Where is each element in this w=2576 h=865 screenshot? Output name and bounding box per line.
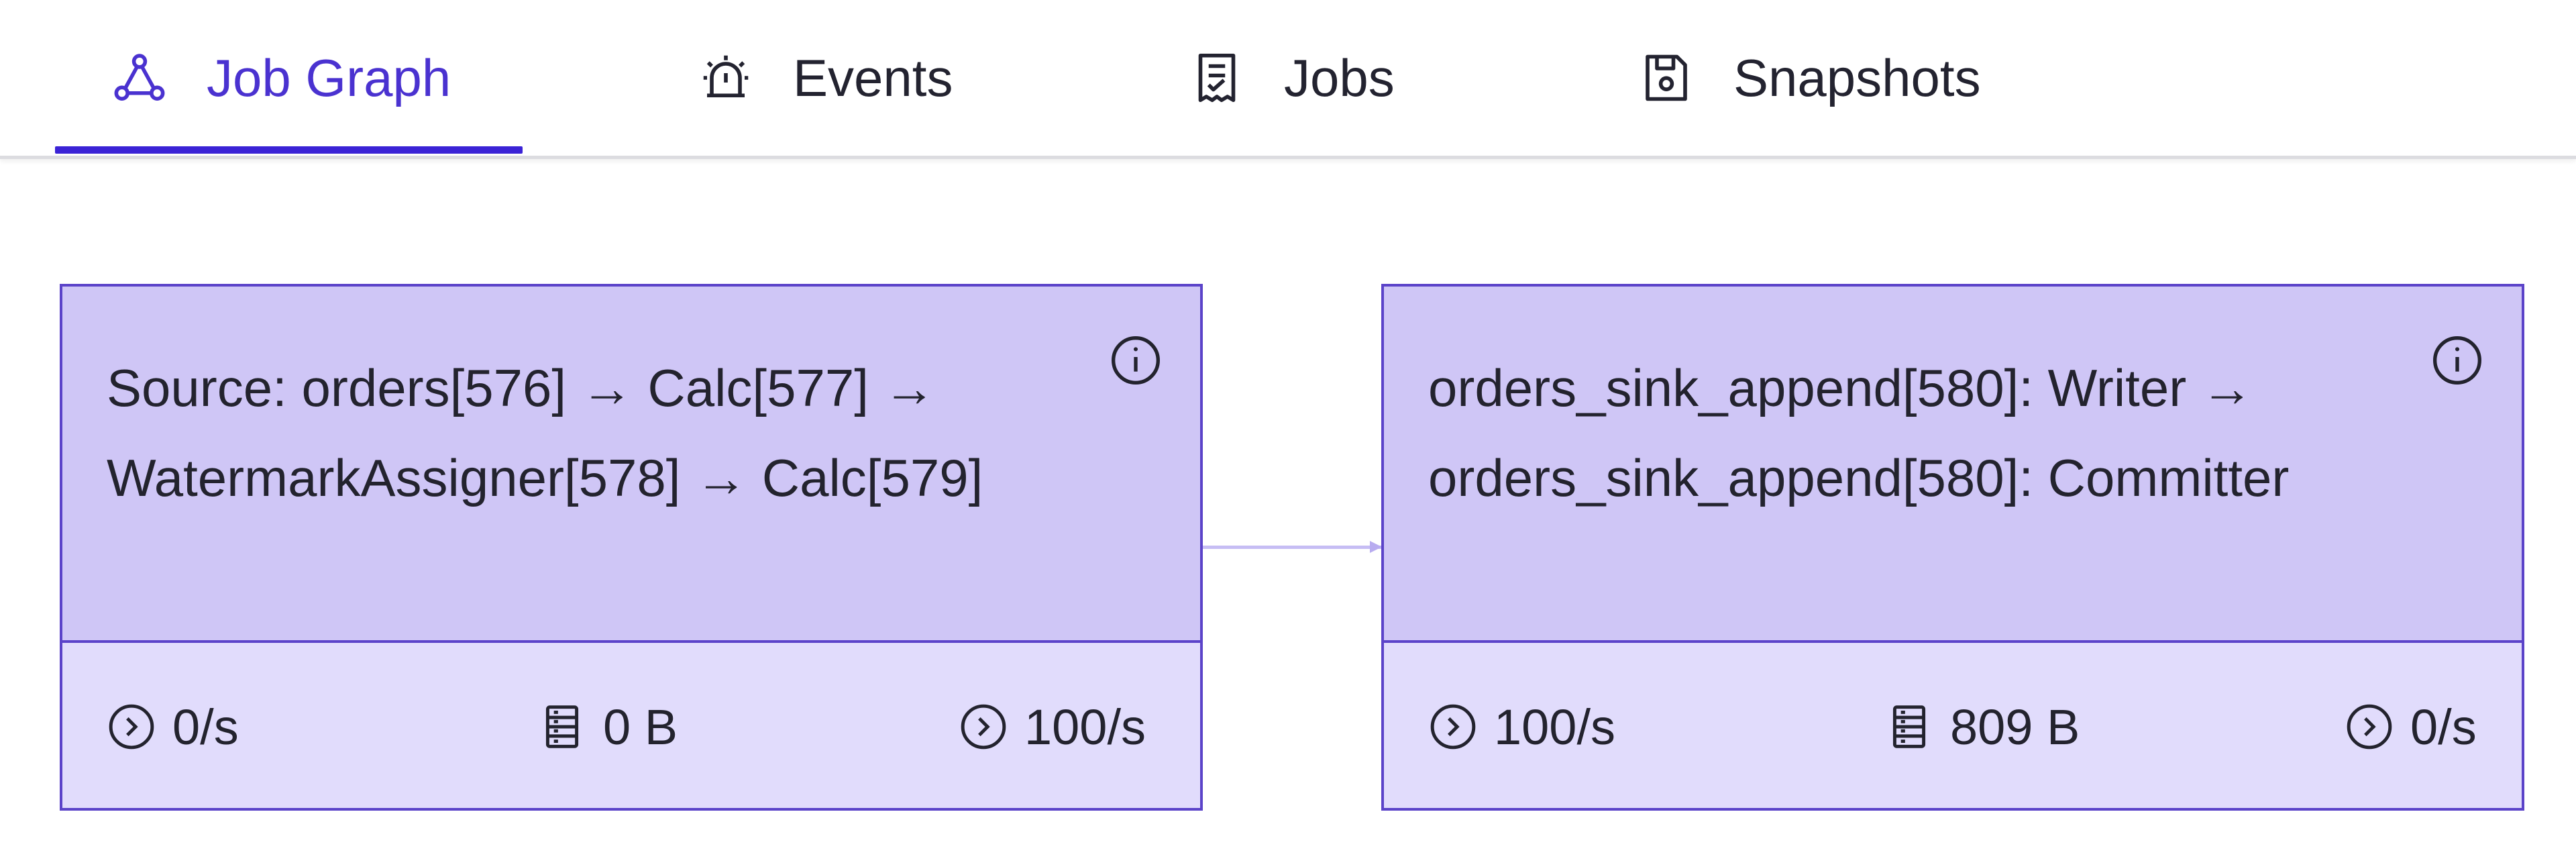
tab-bar: Job Graph Events Jobs [0, 0, 2576, 159]
play-circle-icon [1428, 702, 1478, 752]
graph-edge [1201, 546, 1381, 549]
graph-node-source[interactable]: Source: orders[576] → Calc[577] → Waterm… [60, 284, 1203, 811]
info-icon[interactable] [1109, 334, 1163, 387]
database-icon [537, 702, 587, 752]
play-circle-icon [959, 702, 1008, 752]
metric-value: 100/s [1494, 699, 1616, 755]
metric-value: 100/s [1024, 699, 1146, 755]
metric-out-rate: 0/s [2345, 643, 2477, 811]
metric-value: 0 B [603, 699, 678, 755]
metric-value: 0/s [2410, 699, 2477, 755]
play-circle-icon [107, 702, 156, 752]
tab-label: Jobs [1284, 48, 1395, 107]
metric-value: 0/s [172, 699, 239, 755]
tab-jobs[interactable]: Jobs [1189, 0, 1395, 156]
metric-state-size: 809 B [1884, 643, 2080, 811]
graph-node-sink[interactable]: orders_sink_append[580]: Writer → orders… [1381, 284, 2524, 811]
node-header: Source: orders[576] → Calc[577] → Waterm… [62, 287, 1200, 643]
node-header: orders_sink_append[580]: Writer → orders… [1384, 287, 2522, 643]
tab-label: Snapshots [1733, 48, 1981, 107]
metric-in-rate: 0/s [107, 643, 239, 811]
info-icon[interactable] [2430, 334, 2484, 387]
tab-job-graph[interactable]: Job Graph [111, 0, 451, 156]
metric-in-rate: 100/s [1428, 643, 1615, 811]
active-tab-indicator [55, 146, 523, 154]
jobs-icon [1189, 50, 1245, 106]
node-title: orders_sink_append[580]: Writer → orders… [1428, 358, 2290, 507]
save-icon [1638, 50, 1695, 106]
graph-icon [111, 50, 168, 106]
metric-out-rate: 100/s [959, 643, 1146, 811]
node-metrics: 0/s 0 B 100/s [62, 643, 1200, 808]
tab-events[interactable]: Events [698, 0, 953, 156]
tab-label: Job Graph [207, 48, 451, 107]
metric-value: 809 B [1950, 699, 2080, 755]
alarm-icon [698, 50, 754, 106]
database-icon [1884, 702, 1934, 752]
tab-label: Events [793, 48, 953, 107]
play-circle-icon [2345, 702, 2394, 752]
tab-snapshots[interactable]: Snapshots [1638, 0, 1981, 156]
node-metrics: 100/s 809 B 0/s [1384, 643, 2522, 808]
metric-state-size: 0 B [537, 643, 678, 811]
edge-arrowhead [1370, 541, 1382, 553]
node-title: Source: orders[576] → Calc[577] → Waterm… [107, 358, 983, 507]
